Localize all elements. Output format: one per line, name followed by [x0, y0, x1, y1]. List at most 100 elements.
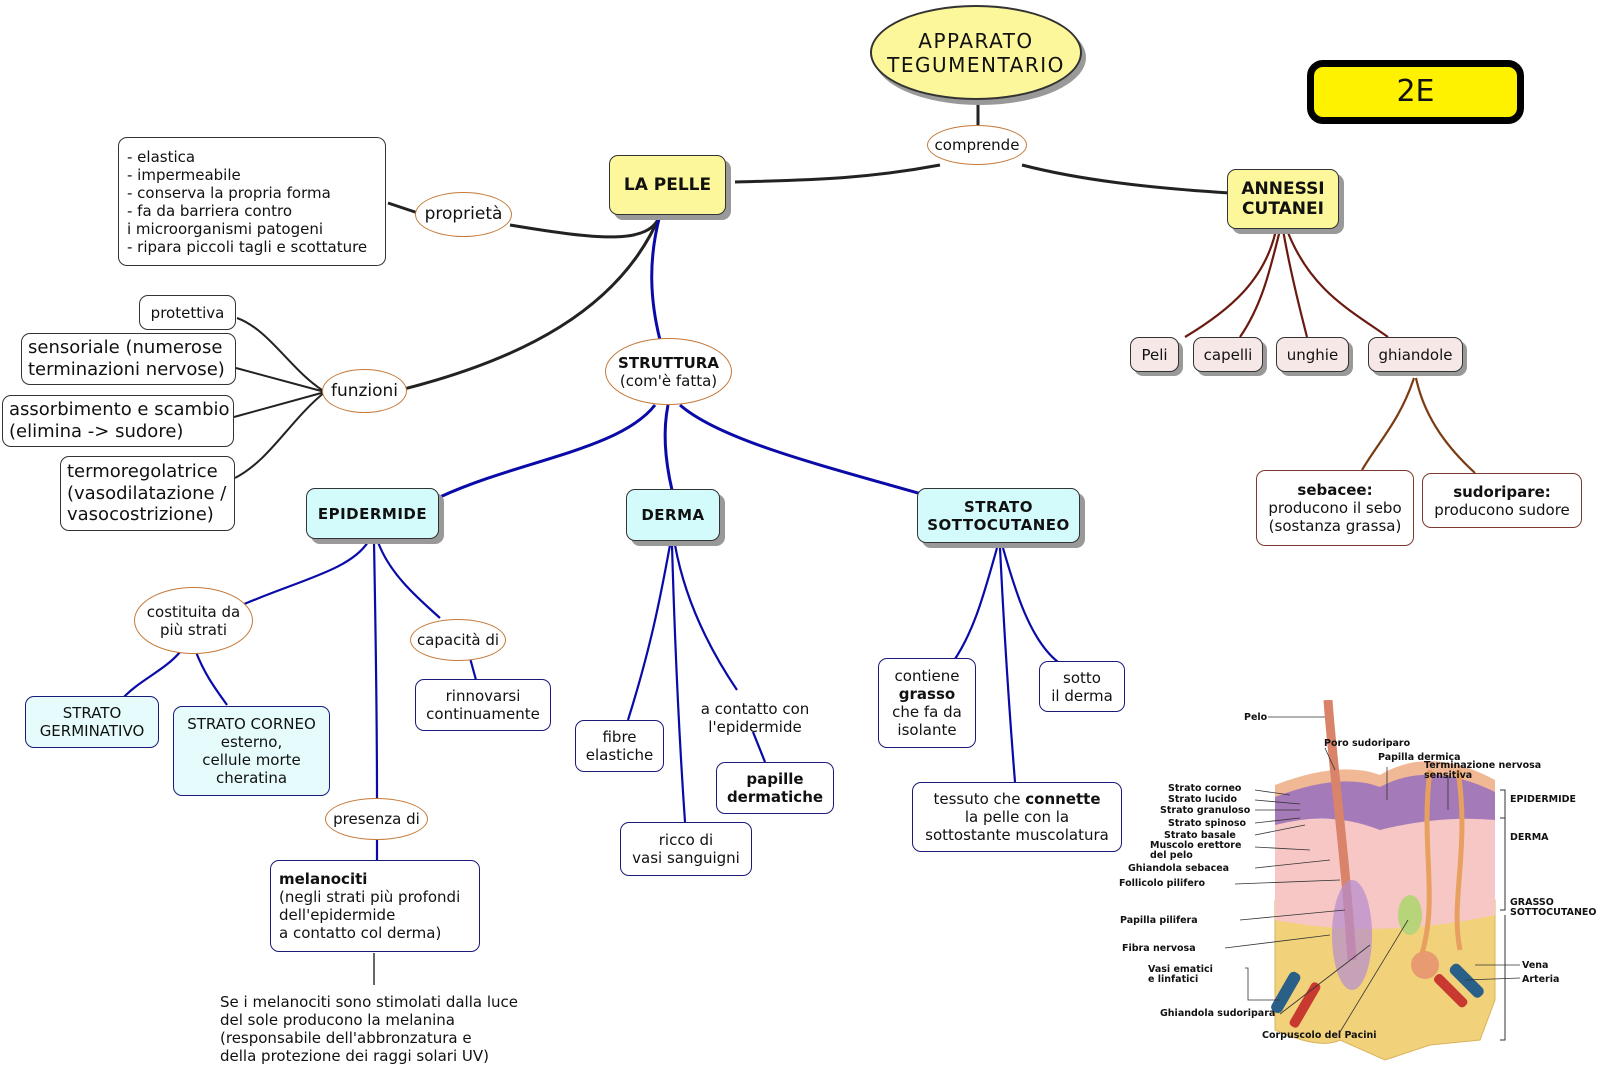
grasso-sottocutaneo-line-1: GRASSO: [1510, 897, 1554, 908]
label-arteria: Arteria: [1522, 974, 1560, 985]
contatto-line-1: a contatto con: [700, 700, 810, 718]
strato-corneo: STRATO CORNEO esterno, cellule morte che…: [173, 706, 330, 796]
concept-derma[interactable]: DERMA: [626, 489, 720, 541]
grasso-sottocutaneo-line-2: SOTTOCUTANEO: [1510, 907, 1597, 919]
link-label-presenza: presenza di: [325, 798, 428, 840]
rinnovarsi-line-2: continuamente: [426, 705, 540, 723]
proprieta-item: - elastica: [127, 147, 196, 166]
funzione-termoregolatrice: termoregolatrice (vasodilatazione / vaso…: [60, 456, 235, 531]
link-ghiandole-sudoripare: [1414, 377, 1476, 474]
sensoriale-line-1: sensoriale (numerose: [28, 337, 223, 359]
link-derma-fibre: [626, 544, 672, 721]
skin-anatomy-illustration: Pelo Poro sudoriparo Papilla dermica Ter…: [1119, 699, 1600, 1077]
note-line-2: del sole producono la melanina: [220, 1011, 455, 1029]
label-ghiandola-sebacea: Ghiandola sebacea: [1128, 863, 1230, 874]
ghiandole-label: ghiandole: [1378, 345, 1453, 364]
strato-germinativo: STRATO GERMINATIVO: [25, 696, 159, 748]
root-line-2: TEGUMENTARIO: [887, 52, 1065, 77]
rinnovarsi-line-1: rinnovarsi: [445, 687, 521, 705]
corneo-line-1: STRATO CORNEO: [187, 715, 316, 733]
sotto-derma-box: sotto il derma: [1039, 661, 1125, 712]
melanociti-line-3: a contatto col derma): [279, 924, 442, 942]
corneo-line-3: cellule morte: [202, 751, 301, 769]
funzioni-text: funzioni: [330, 380, 399, 401]
link-epi-capacita: [376, 541, 441, 619]
label-vena: Vena: [1522, 960, 1549, 971]
papille-line-1: papille: [746, 770, 804, 788]
papille-line-2: dermatiche: [726, 788, 824, 806]
vasi-ematici-line-2: e linfatici: [1148, 974, 1199, 986]
corneo-line-4: cheratina: [215, 769, 288, 787]
link-funzioni-assorbimento: [233, 391, 326, 418]
label-poro-sudoriparo: Poro sudoriparo: [1324, 738, 1411, 749]
vasi-line-2: vasi sanguigni: [632, 849, 740, 867]
tessuto-line-2: la pelle con la: [964, 808, 1070, 826]
link-lapelle-funzioni: [399, 214, 662, 392]
artery-left: [1289, 982, 1321, 1028]
epidermide-label: EPIDERMIDE: [317, 504, 428, 523]
link-struttura-epidermide: [439, 404, 657, 499]
termo-line-1: termoregolatrice: [67, 461, 218, 483]
melanociti-box: melanociti (negli strati più profondi de…: [270, 860, 480, 952]
proprieta-text: proprietà: [424, 204, 503, 225]
proprieta-item: - conserva la propria forma: [127, 183, 331, 202]
sebacee-line-2: (sostanza grassa): [1268, 517, 1402, 535]
melanociti-line-1: (negli strati più profondi: [279, 888, 461, 906]
struttura-title: STRUTTURA: [618, 353, 719, 372]
la-pelle-label: LA PELLE: [623, 174, 712, 195]
vasi-ematici-line-1: Vasi ematici: [1148, 964, 1213, 975]
label-pelo: Pelo: [1244, 712, 1268, 723]
label-strato-corneo: Strato corneo: [1168, 783, 1242, 794]
sottocutaneo-line-1: STRATO: [963, 497, 1033, 516]
label-epidermide: EPIDERMIDE: [1510, 794, 1577, 805]
terminazione-line-1: Terminazione nervosa: [1424, 760, 1542, 771]
termo-line-3: vasocostrizione): [67, 504, 214, 526]
annesso-peli[interactable]: Peli: [1130, 337, 1179, 372]
derma-label: DERMA: [641, 506, 705, 524]
sudoripare-title: sudoripare:: [1453, 482, 1551, 501]
sweat-gland-coil: [1411, 951, 1439, 979]
link-capacita-rinnovarsi: [468, 657, 478, 681]
proprieta-item: - ripara piccoli tagli e scottature: [127, 237, 368, 256]
melanociti-line-2: dell'epidermide: [279, 906, 396, 924]
note-line-3: (responsabile dell'abbronzatura e: [220, 1029, 472, 1047]
annessi-line-1: ANNESSI: [1241, 178, 1325, 199]
label-strato-spinoso: Strato spinoso: [1168, 818, 1247, 829]
unghie-label: unghie: [1286, 345, 1339, 364]
annesso-ghiandole[interactable]: ghiandole: [1368, 337, 1463, 372]
annesso-capelli[interactable]: capelli: [1193, 337, 1263, 372]
layer-brackets: [1500, 789, 1506, 1041]
link-epi-costituita: [241, 541, 369, 607]
concept-epidermide[interactable]: EPIDERMIDE: [306, 488, 439, 539]
tessuto-line-1: tessuto che connette: [933, 790, 1100, 808]
link-annessi-peli: [1184, 229, 1278, 338]
comprende-text: comprende: [934, 136, 1020, 154]
proprieta-item: - fa da barriera contro: [127, 201, 293, 220]
concept-strato-sottocutaneo[interactable]: STRATO SOTTOCUTANEO: [917, 488, 1080, 543]
concept-annessi-cutanei[interactable]: ANNESSI CUTANEI: [1227, 169, 1339, 229]
concept-la-pelle[interactable]: LA PELLE: [609, 155, 726, 215]
tessuto-box: tessuto che connette la pelle con la sot…: [912, 782, 1122, 852]
contatto-label: a contatto con l'epidermide: [690, 700, 820, 736]
sebacee-title: sebacee:: [1297, 481, 1373, 499]
assorbimento-line-2: (elimina -> sudore): [9, 421, 184, 442]
rinnovarsi-box: rinnovarsi continuamente: [415, 679, 551, 731]
class-badge-label: 2E: [1396, 74, 1435, 109]
sweat-duct: [1417, 769, 1433, 961]
sotto-line-2: il derma: [1051, 686, 1113, 705]
link-label-struttura: STRUTTURA (com'è fatta): [605, 338, 732, 405]
vein-left: [1271, 971, 1301, 1014]
root-concept-apparato-tegumentario: APPARATO TEGUMENTARIO: [870, 5, 1082, 100]
annesso-unghie[interactable]: unghie: [1276, 337, 1349, 372]
costituita-line-2: più strati: [159, 620, 228, 639]
presenza-text: presenza di: [333, 810, 420, 828]
label-derma: DERMA: [1510, 832, 1549, 843]
sudoripare-box: sudoripare: producono sudore: [1422, 473, 1582, 528]
pacini-corpuscle: [1398, 895, 1422, 935]
link-derma-vasi: [670, 544, 687, 823]
sweat-duct-2: [1454, 769, 1465, 951]
link-sotto-grasso: [952, 547, 999, 663]
protettiva-text: protettiva: [150, 303, 225, 322]
